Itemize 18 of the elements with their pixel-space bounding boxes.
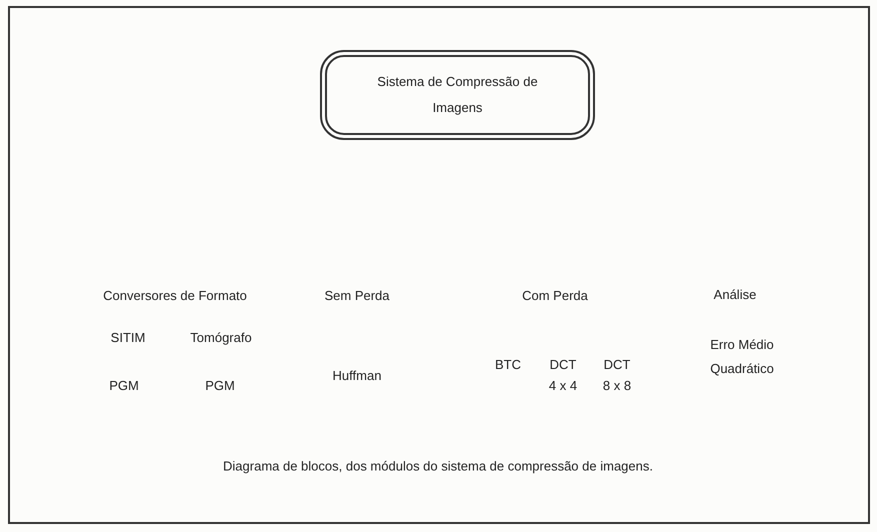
rounded-box (320, 50, 595, 140)
module-label: Erro Médio Quadrático (709, 336, 775, 378)
module-label: PGM (205, 377, 235, 395)
module-label: 8 x 8 (602, 377, 632, 395)
module-label: Huffman (332, 367, 382, 385)
module-label: DCT (604, 356, 630, 374)
module-label: Sem Perda (324, 287, 390, 305)
module-label: Com Perda (522, 287, 588, 305)
caption: Diagrama de blocos, dos módulos do sistema de compressão de imagens. (223, 458, 653, 474)
module-label: SITIM (110, 329, 146, 347)
module-label: Conversores de Formato (103, 287, 247, 305)
module-label: DCT (550, 356, 576, 374)
box-title: Sistema de Compressão de Imagens (376, 73, 539, 117)
module-label: Análise (714, 286, 756, 304)
module-label: PGM (109, 377, 139, 395)
module-label: BTC (495, 356, 521, 374)
module-label: Tomógrafo (190, 329, 252, 347)
module-label: 4 x 4 (548, 377, 578, 395)
